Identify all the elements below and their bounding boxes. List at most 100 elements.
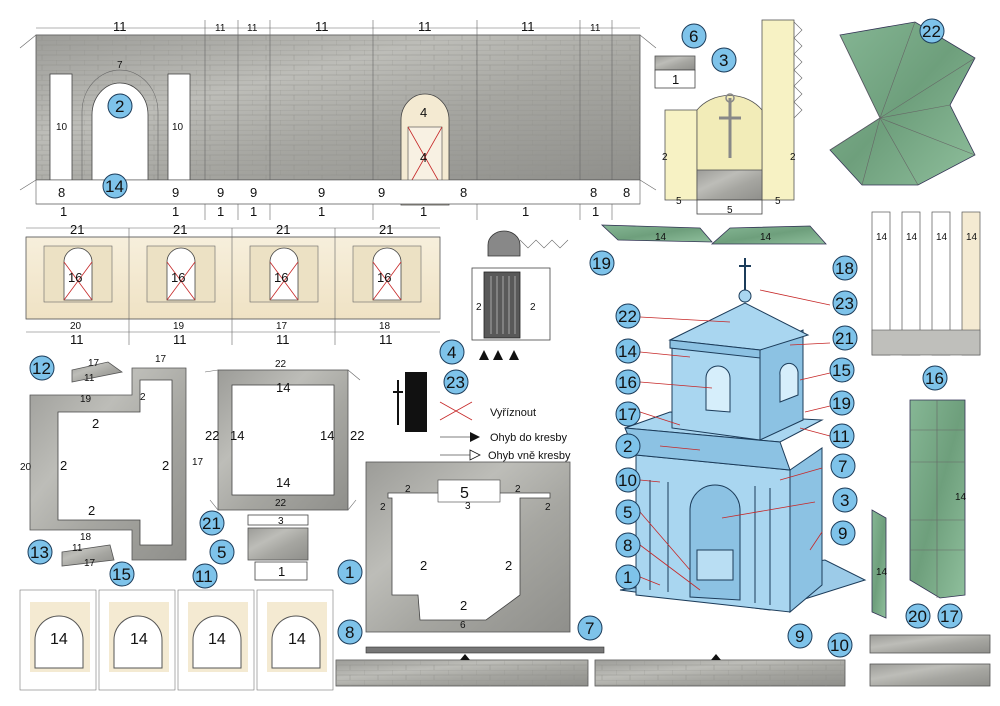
base-label: 8 — [58, 185, 65, 200]
window-panel — [43, 245, 113, 303]
base-label: 1 — [217, 204, 224, 219]
arch-panel — [256, 589, 334, 691]
base-label: 1 — [522, 204, 529, 219]
number-bubble: 21 — [199, 510, 225, 536]
bottom-label: 19 — [173, 321, 185, 332]
part-5: 3 1 — [247, 514, 309, 581]
part-21-frame: 22 14 22 14 14 22 22 14 — [204, 359, 364, 511]
part-label: 17 — [192, 457, 204, 468]
arch-panel — [19, 589, 97, 691]
top-label: 21 — [173, 222, 187, 237]
base-label: 1 — [420, 204, 427, 219]
part-label: 14 — [876, 232, 888, 243]
number-bubble: 22 — [919, 18, 945, 44]
number-bubble: 3 — [832, 487, 858, 513]
base-label: 1 — [592, 204, 599, 219]
svg-text:16: 16 — [925, 369, 944, 388]
window-label: 16 — [68, 270, 82, 285]
base-label: 8 — [460, 185, 467, 200]
assembled-model — [619, 258, 867, 614]
svg-text:20: 20 — [908, 607, 927, 626]
base-label: 11 — [276, 332, 290, 347]
base-label: 9 — [378, 185, 385, 200]
part-19: 14 14 — [600, 224, 827, 245]
number-bubble: 15 — [109, 561, 135, 587]
part-label: 19 — [80, 394, 92, 405]
number-bubble: 3 — [711, 47, 737, 73]
part-13: 11 17 — [61, 543, 115, 569]
svg-text:1: 1 — [623, 568, 632, 587]
tab-label: 11 — [215, 23, 226, 34]
window-panel — [352, 245, 422, 303]
svg-text:11: 11 — [195, 567, 213, 586]
part-label: 22 — [275, 498, 287, 509]
tab-label: 11 — [315, 19, 329, 34]
number-bubble: 11 — [829, 423, 855, 449]
part-label: 5 — [775, 196, 781, 207]
window-panel — [249, 245, 319, 303]
part-12: 17 11 — [71, 358, 123, 384]
legend-fold-in: Ohyb do kresby — [490, 432, 568, 444]
number-bubble: 21 — [832, 325, 858, 351]
part-label: 14 — [966, 232, 978, 243]
model-door — [689, 484, 741, 601]
number-bubble: 14 — [102, 173, 128, 199]
number-bubble: 2 — [107, 93, 133, 119]
part-label: 2 — [405, 484, 411, 495]
part-label: 14 — [955, 492, 967, 503]
svg-text:9: 9 — [795, 627, 804, 646]
number-bubble: 12 — [29, 355, 55, 381]
part-label: 2 — [162, 458, 169, 473]
part-label: 2 — [420, 558, 427, 573]
svg-text:8: 8 — [623, 536, 632, 555]
part-label: 2 — [88, 503, 95, 518]
part-label: 17 — [155, 354, 167, 365]
svg-text:10: 10 — [830, 636, 849, 655]
svg-text:9: 9 — [838, 524, 847, 543]
number-bubble: 23 — [443, 369, 469, 395]
arch-label: 14 — [208, 631, 226, 648]
base-label: 1 — [250, 204, 257, 219]
base-label: 1 — [172, 204, 179, 219]
svg-text:12: 12 — [32, 359, 51, 378]
part-label: 22 — [275, 359, 287, 370]
part-label: 5 — [676, 196, 682, 207]
number-bubble: 8 — [615, 532, 641, 558]
number-bubble: 4 — [439, 339, 465, 365]
svg-text:3: 3 — [840, 491, 849, 510]
number-bubble: 16 — [922, 365, 948, 391]
part-bubbles: 2 14 6 3 22 19 4 23 18 23 21 16 15 19 11… — [27, 18, 963, 658]
svg-text:23: 23 — [446, 373, 465, 392]
part-label: 1 — [278, 564, 285, 579]
number-bubble: 7 — [830, 453, 856, 479]
svg-text:3: 3 — [719, 51, 728, 70]
tab-label: 11 — [113, 19, 127, 34]
model-side — [789, 447, 823, 614]
bottom-label: 20 — [70, 321, 82, 332]
top-label: 21 — [70, 222, 84, 237]
arch-label: 7 — [117, 60, 123, 71]
part-label: 11 — [84, 373, 95, 384]
part-label: 2 — [790, 152, 796, 163]
legend-cut: Vyříznout — [490, 407, 536, 419]
svg-text:22: 22 — [922, 22, 941, 41]
arch-label: 14 — [50, 631, 68, 648]
part-label: 20 — [20, 462, 32, 473]
svg-text:5: 5 — [217, 543, 226, 562]
part-18: 14 14 14 14 — [871, 211, 981, 356]
bottom-label: 18 — [379, 321, 391, 332]
base-label: 1 — [318, 204, 325, 219]
part-label: 2 — [662, 152, 668, 163]
svg-text:17: 17 — [618, 405, 637, 424]
svg-text:15: 15 — [832, 361, 851, 380]
arch-panel — [177, 589, 255, 691]
number-bubble: 5 — [615, 499, 641, 525]
base-label: 8 — [590, 185, 597, 200]
part-label: 2 — [140, 392, 146, 403]
svg-text:18: 18 — [835, 259, 854, 278]
part-label: 17 — [84, 558, 96, 569]
number-bubble: 18 — [832, 255, 858, 281]
svg-text:2: 2 — [115, 97, 124, 116]
number-bubble: 10 — [827, 632, 853, 658]
window-label: 16 — [171, 270, 185, 285]
